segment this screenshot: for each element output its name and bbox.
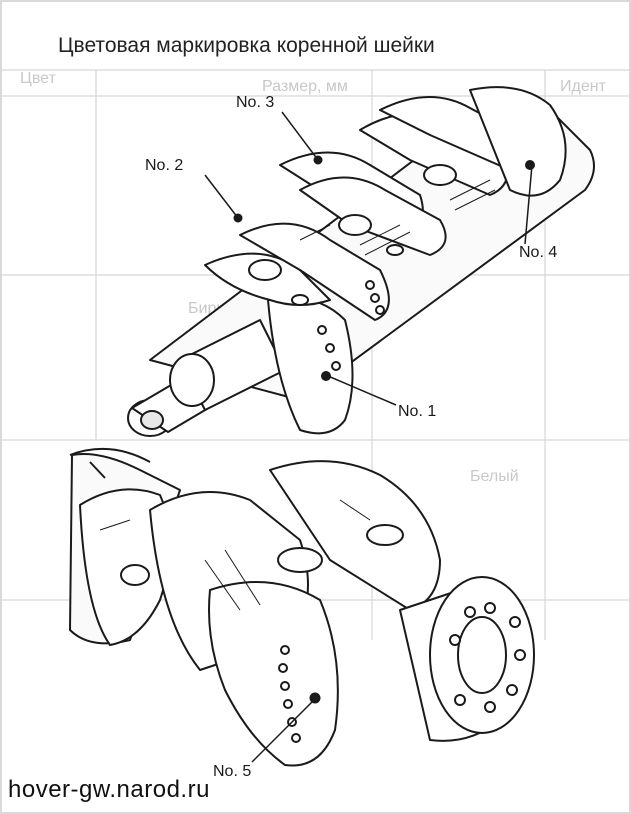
lower-crankshaft — [69, 447, 535, 767]
callout-no5: No. 5 — [213, 763, 252, 780]
callout-no3: No. 3 — [236, 94, 275, 111]
diagram-title: Цветовая маркировка коренной шейки — [58, 34, 435, 57]
upper-callout-lines — [204, 111, 533, 406]
watermark-url: hover-gw.narod.ru — [8, 776, 210, 803]
lower-callout-line — [251, 699, 315, 763]
bg-table-row-2: Белый — [470, 468, 519, 485]
bg-table-header-mid: Размер, мм — [262, 78, 348, 95]
bg-table-header-right: Идент — [560, 78, 606, 95]
upper-crankshaft — [127, 86, 595, 437]
callout-no1: No. 1 — [398, 403, 437, 420]
bg-table-header-left: Цвет — [20, 70, 56, 87]
callout-no4: No. 4 — [519, 244, 558, 261]
callout-no2: No. 2 — [145, 157, 184, 174]
